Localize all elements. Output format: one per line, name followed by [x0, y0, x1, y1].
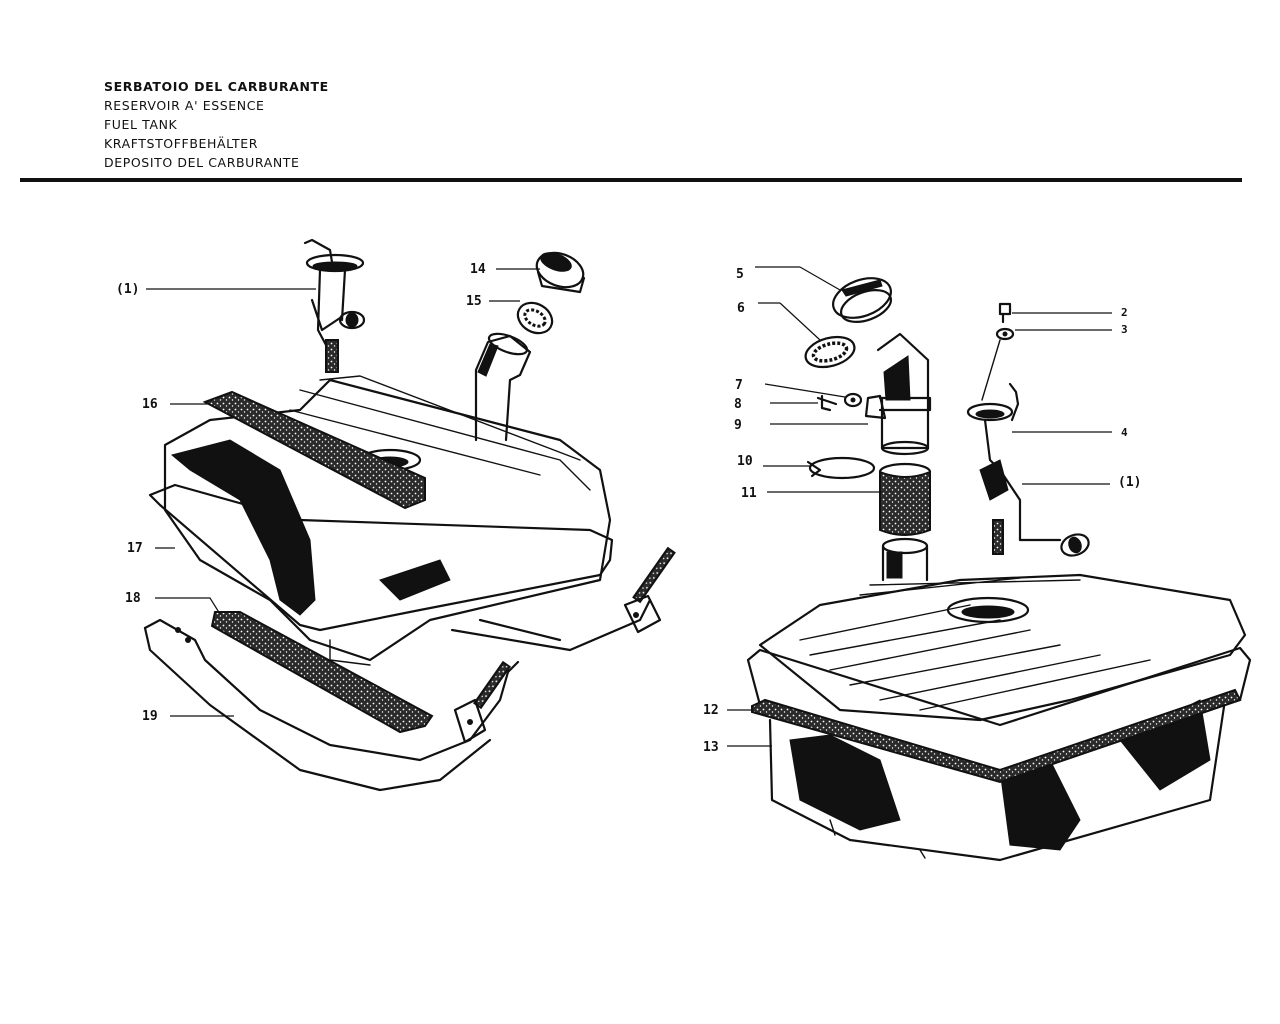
callout-17: 17	[127, 541, 143, 556]
right-filler-neck	[864, 332, 932, 456]
callout-16: 16	[142, 397, 158, 412]
callout-14: 14	[470, 262, 486, 277]
title-spanish: DEPOSITO DEL CARBURANTE	[104, 155, 300, 170]
title-block: SERBATOIO DEL CARBURANTE RESERVOIR A' ES…	[104, 77, 329, 172]
left-fuel-tank	[148, 375, 614, 666]
right-filler-cap	[832, 277, 892, 323]
title-english: FUEL TANK	[104, 117, 178, 132]
right-fuel-tank	[746, 573, 1252, 862]
right-hose-clamp	[806, 456, 876, 480]
callout-11: 11	[741, 486, 757, 501]
title-german: KRAFTSTOFFBEHÄLTER	[104, 136, 259, 151]
callout-7: 7	[735, 378, 743, 393]
left-top-felt-strip	[202, 390, 426, 510]
callout-19: 19	[142, 709, 158, 724]
right-tank-inlet-pipe	[881, 537, 929, 582]
header-divider	[20, 178, 1242, 182]
left-filler-cap	[535, 251, 586, 294]
right-cap-gasket	[804, 335, 856, 369]
callout-12: 12	[703, 703, 719, 718]
left-strap-felt-strip	[210, 611, 434, 734]
right-washer-and-screw	[816, 392, 863, 412]
left-filler-neck	[474, 332, 532, 442]
callout-9: 9	[734, 418, 742, 433]
right-callout-leaders	[727, 266, 1112, 747]
left-cap-gasket	[516, 301, 554, 335]
callout-6: 6	[737, 301, 745, 316]
right-tank-felt-seal	[751, 688, 1242, 784]
left-mounting-straps	[143, 546, 676, 792]
callout-13: 13	[703, 740, 719, 755]
left-callout-leaders	[146, 268, 540, 717]
callout-3: 3	[1121, 323, 1128, 336]
callout-1-left: (1)	[116, 282, 139, 297]
callout-18: 18	[125, 591, 141, 606]
callout-8: 8	[734, 397, 742, 412]
title-italian: SERBATOIO DEL CARBURANTE	[104, 79, 329, 94]
callout-10: 10	[737, 454, 753, 469]
title-french: RESERVOIR A' ESSENCE	[104, 98, 265, 113]
callout-1-right: (1)	[1118, 475, 1141, 490]
callout-4: 4	[1121, 426, 1128, 439]
left-fuel-sender	[303, 238, 366, 373]
right-hose	[878, 462, 932, 536]
callout-5: 5	[736, 267, 744, 282]
callout-15: 15	[466, 294, 482, 309]
callout-2: 2	[1121, 306, 1128, 319]
right-fuel-sender	[966, 302, 1090, 557]
